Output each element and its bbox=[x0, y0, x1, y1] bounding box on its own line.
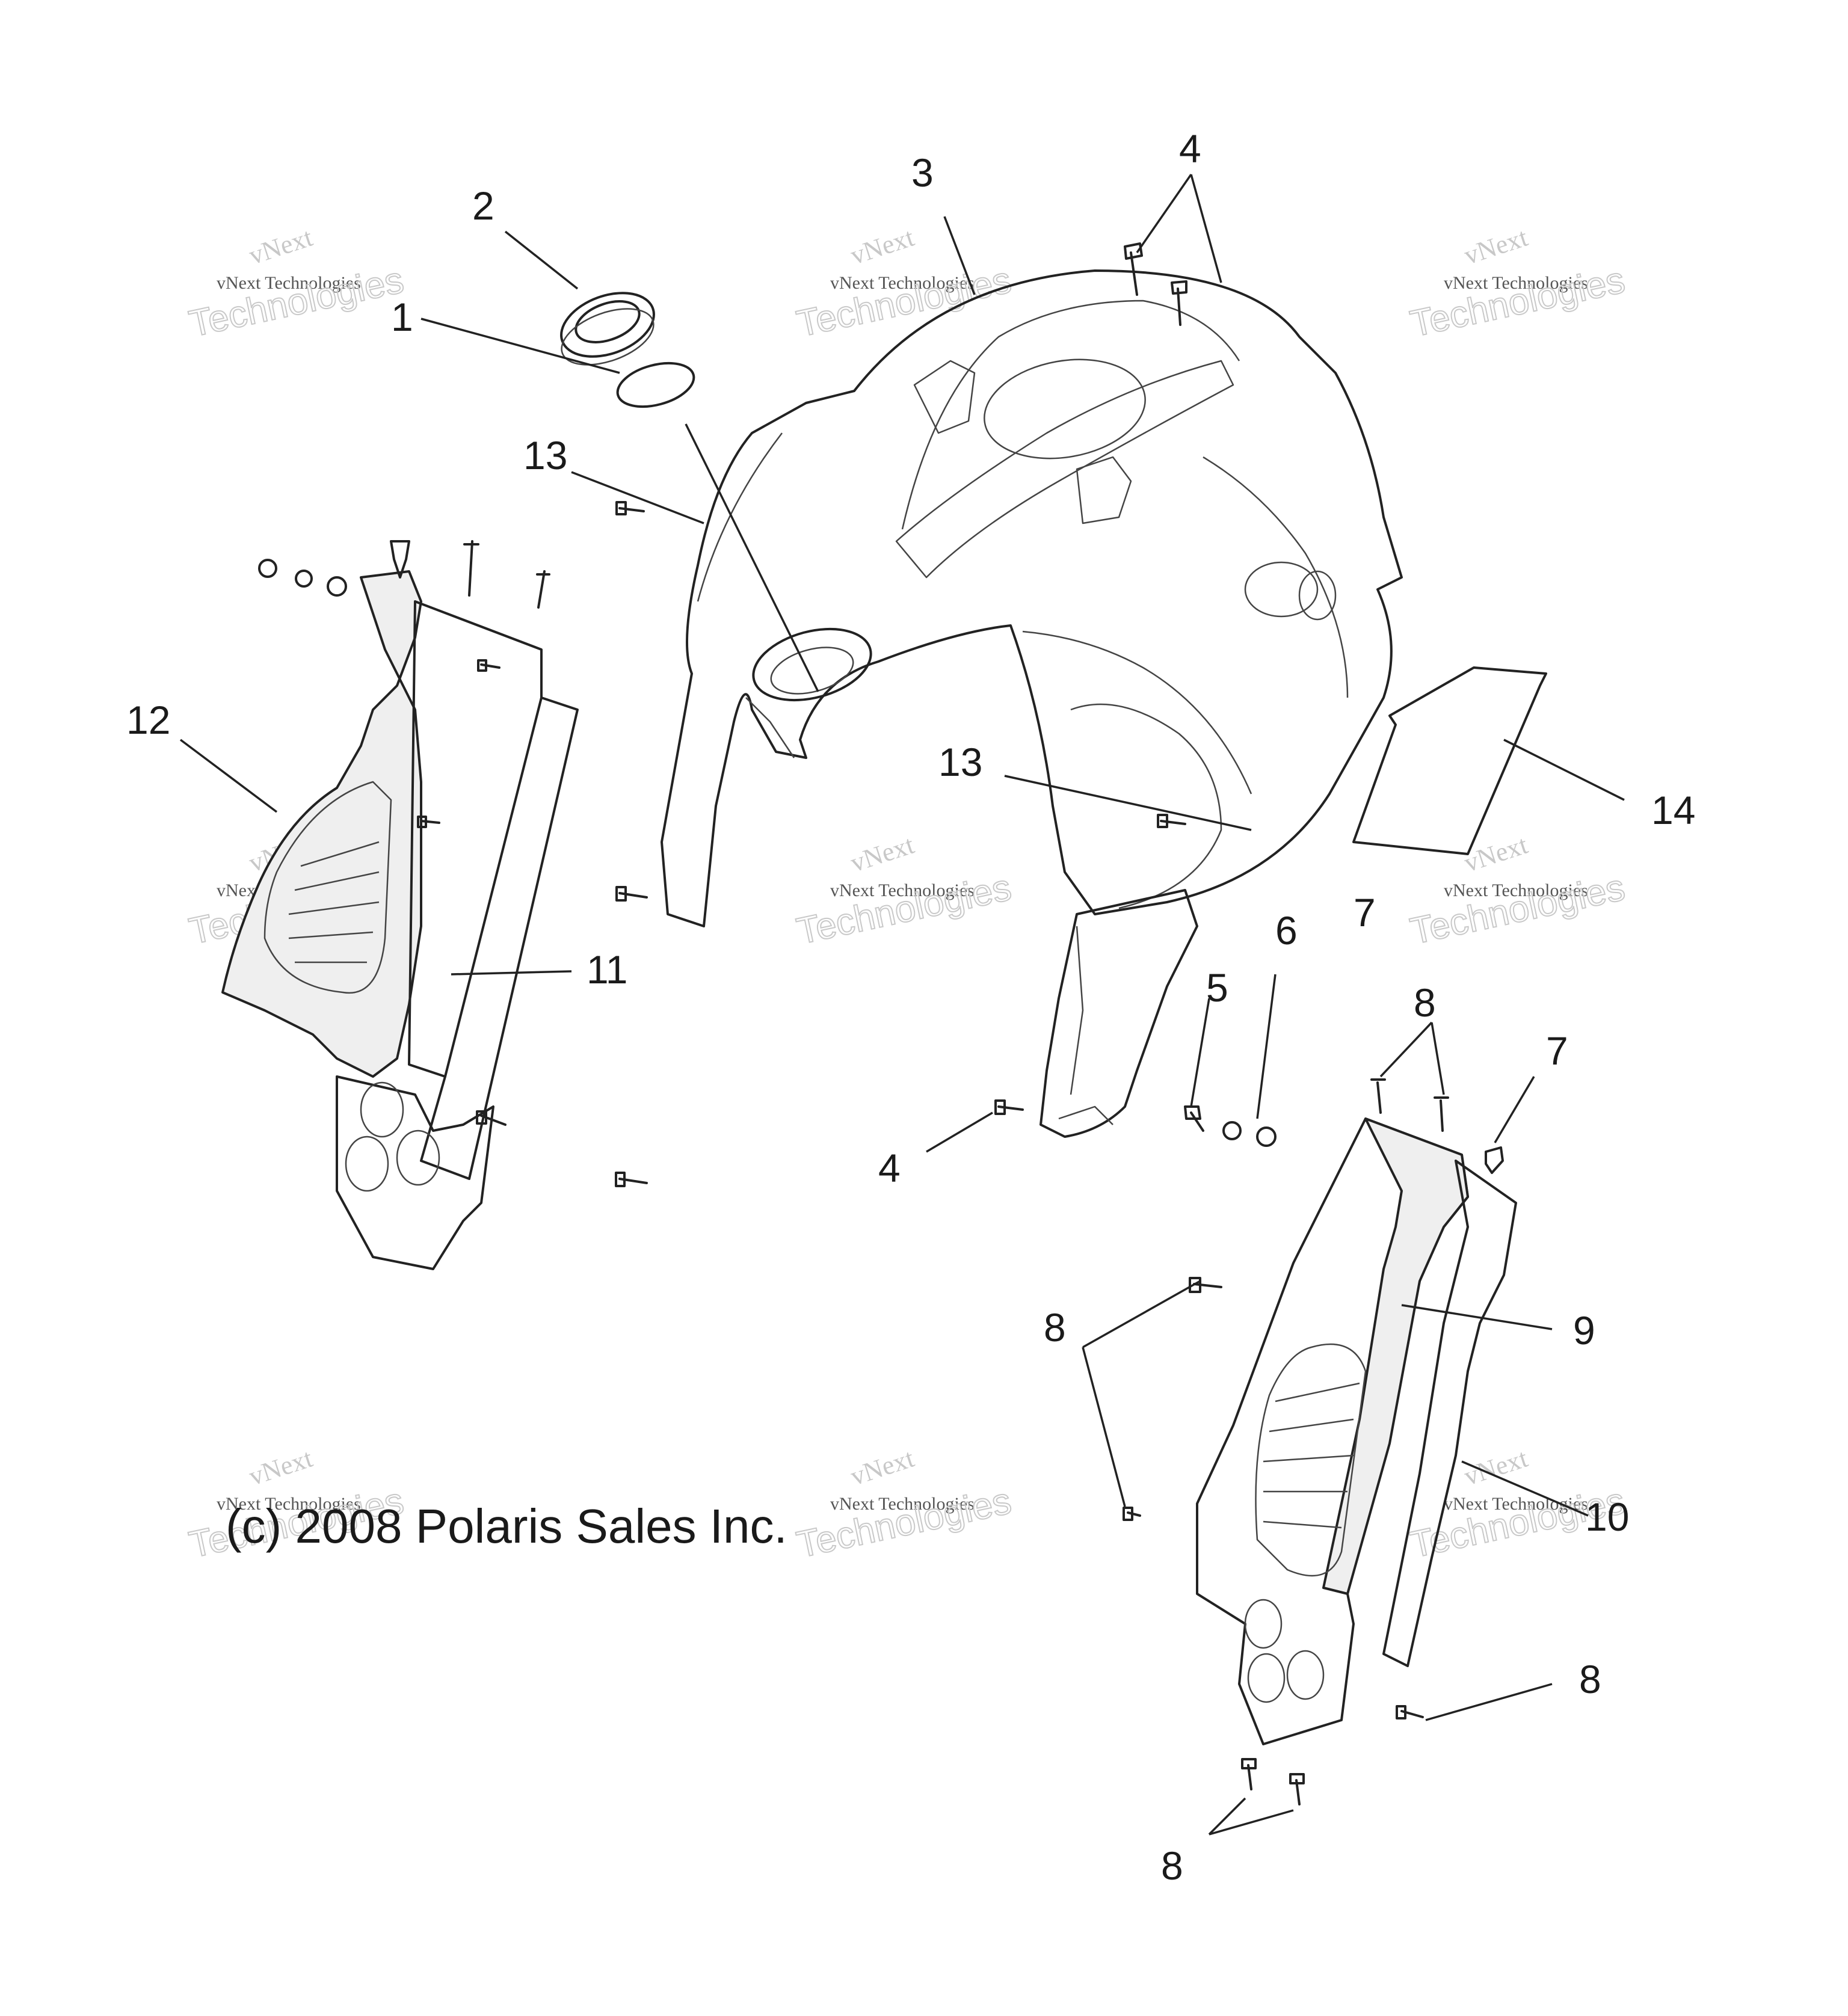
leader-lines bbox=[179, 174, 1625, 1836]
screw-icon bbox=[1289, 1773, 1305, 1805]
bolt-icon bbox=[463, 540, 479, 597]
screw-icon bbox=[615, 886, 648, 902]
screw-icon bbox=[615, 1172, 648, 1187]
callout-13: 13 bbox=[523, 433, 567, 478]
callout-8: 8 bbox=[1161, 1843, 1183, 1888]
svg-text:vNext Technologies: vNext Technologies bbox=[217, 273, 361, 293]
callout-4: 4 bbox=[1179, 126, 1201, 171]
screw-icon bbox=[1396, 1705, 1424, 1719]
svg-text:Technologies: Technologies bbox=[1407, 259, 1628, 345]
part-11-left-side-panel bbox=[336, 600, 579, 1270]
callout-13: 13 bbox=[938, 740, 982, 784]
part-3-hood bbox=[661, 269, 1403, 1138]
callout-3: 3 bbox=[911, 150, 934, 195]
svg-text:vNext: vNext bbox=[245, 1443, 316, 1492]
svg-text:Technologies: Technologies bbox=[793, 1480, 1015, 1566]
screw-icon bbox=[994, 1099, 1024, 1115]
svg-text:Technologies: Technologies bbox=[1407, 867, 1628, 953]
callout-6: 6 bbox=[1275, 908, 1298, 953]
screw-icon bbox=[477, 659, 500, 672]
part-14-decal bbox=[1352, 666, 1547, 855]
nut-icon bbox=[327, 576, 347, 597]
copyright-text: (c) 2008 Polaris Sales Inc. bbox=[226, 1499, 787, 1553]
watermark: vNext vNext Technologies Technologies bbox=[793, 223, 1015, 346]
callout-14: 14 bbox=[1651, 788, 1695, 832]
washer-icon bbox=[1222, 1121, 1242, 1140]
watermark: vNext vNext Technologies Technologies bbox=[1406, 223, 1629, 346]
svg-text:Technologies: Technologies bbox=[793, 867, 1015, 953]
callout-11: 11 bbox=[587, 947, 628, 992]
svg-text:vNext: vNext bbox=[1461, 830, 1531, 878]
watermark: vNext vNext Technologies Technologies bbox=[793, 1443, 1015, 1567]
callout-7: 7 bbox=[1546, 1028, 1568, 1073]
callout-1: 1 bbox=[391, 295, 413, 339]
bolt-icon bbox=[536, 570, 550, 609]
callouts: 1 2 3 4 4 5 6 7 7 8 8 8 8 9 10 11 12 13 … bbox=[126, 126, 1695, 1888]
bolt-icon bbox=[1124, 242, 1143, 296]
screw-icon bbox=[1157, 814, 1186, 828]
part-2-cap bbox=[560, 292, 655, 366]
callout-9: 9 bbox=[1573, 1308, 1595, 1353]
bolt-icon bbox=[1184, 1105, 1204, 1132]
svg-text:vNext Technologies: vNext Technologies bbox=[1444, 880, 1588, 900]
callout-7: 7 bbox=[1354, 890, 1376, 935]
fasteners bbox=[258, 242, 1504, 1805]
bolt-icon bbox=[1171, 280, 1187, 326]
callout-8: 8 bbox=[1579, 1657, 1601, 1701]
callout-10: 10 bbox=[1585, 1495, 1629, 1539]
callout-4: 4 bbox=[878, 1146, 901, 1190]
svg-text:vNext Technologies: vNext Technologies bbox=[830, 273, 975, 293]
part-9-right-side-panel bbox=[1196, 1117, 1469, 1745]
screw-icon bbox=[1241, 1758, 1257, 1790]
screw-icon bbox=[615, 501, 645, 515]
svg-text:Technologies: Technologies bbox=[186, 259, 407, 345]
rivet-icon bbox=[390, 540, 410, 579]
watermark: vNext vNext Technologies Technologies bbox=[793, 830, 1015, 953]
svg-text:vNext: vNext bbox=[847, 1443, 917, 1492]
screw-icon bbox=[1123, 1507, 1141, 1521]
screw-icon bbox=[417, 816, 440, 828]
svg-text:vNext: vNext bbox=[847, 830, 917, 878]
svg-text:vNext Technologies: vNext Technologies bbox=[830, 880, 975, 900]
svg-text:vNext Technologies: vNext Technologies bbox=[830, 1494, 975, 1514]
callout-8: 8 bbox=[1414, 980, 1436, 1025]
rivet-icon bbox=[1485, 1146, 1504, 1174]
bolt-icon bbox=[1434, 1096, 1449, 1132]
svg-text:vNext Technologies: vNext Technologies bbox=[1444, 1494, 1588, 1514]
svg-text:vNext Technologies: vNext Technologies bbox=[217, 1494, 361, 1514]
svg-text:Technologies: Technologies bbox=[793, 259, 1015, 345]
watermark: vNext vNext Technologies Technologies bbox=[185, 223, 408, 346]
svg-text:vNext: vNext bbox=[245, 223, 316, 271]
svg-text:vNext: vNext bbox=[847, 223, 917, 271]
callout-5: 5 bbox=[1206, 965, 1228, 1010]
part-12-left-side-panel bbox=[221, 570, 422, 1078]
watermark: vNext vNext Technologies Technologies bbox=[1406, 830, 1629, 953]
callout-2: 2 bbox=[472, 183, 494, 228]
part-1-o-ring bbox=[616, 361, 695, 408]
svg-text:vNext: vNext bbox=[1461, 223, 1531, 271]
svg-text:vNext Technologies: vNext Technologies bbox=[1444, 273, 1588, 293]
screw-icon bbox=[476, 1110, 507, 1126]
svg-text:vNext: vNext bbox=[1461, 1443, 1531, 1492]
callout-8: 8 bbox=[1044, 1305, 1066, 1350]
bolt-icon bbox=[1370, 1078, 1386, 1114]
part-10-right-side-panel bbox=[1244, 1160, 1517, 1703]
washer-icon bbox=[258, 559, 277, 578]
nut-icon bbox=[1256, 1126, 1277, 1147]
washer-icon bbox=[295, 570, 313, 588]
callout-12: 12 bbox=[126, 698, 170, 742]
